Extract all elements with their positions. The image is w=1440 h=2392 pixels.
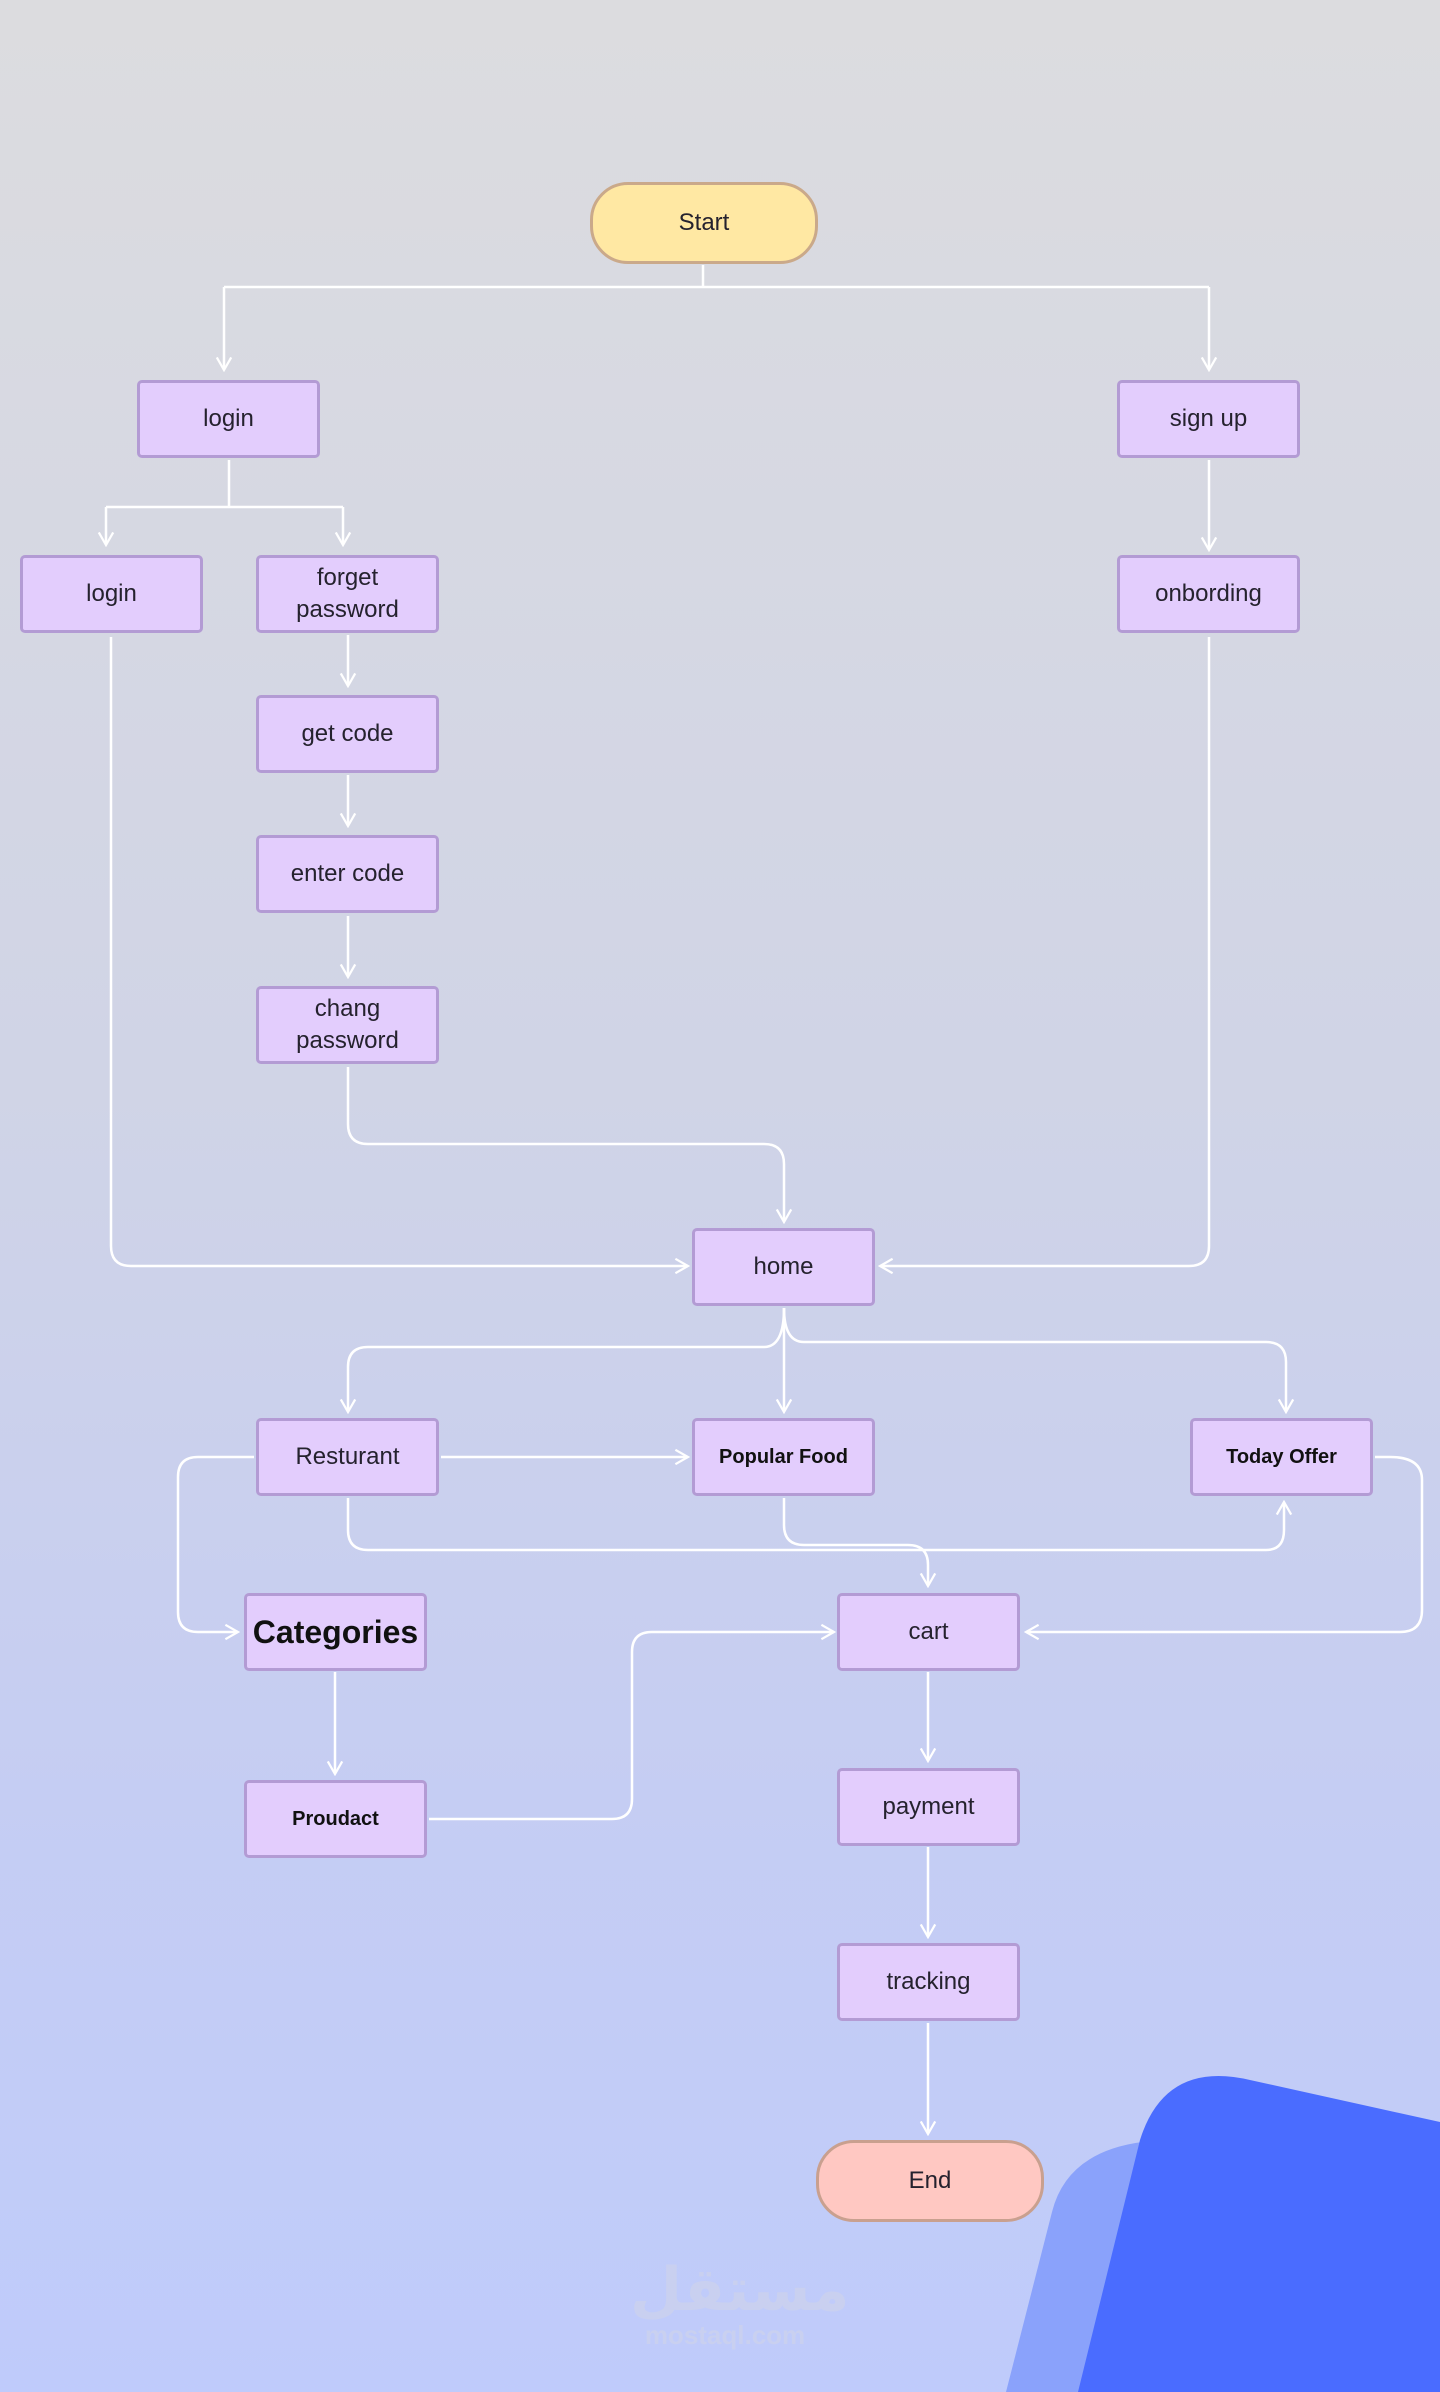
- node-enter-code[interactable]: enter code: [256, 835, 439, 913]
- node-sign-up[interactable]: sign up: [1117, 380, 1300, 458]
- node-login[interactable]: login: [20, 555, 203, 633]
- node-forget-password[interactable]: forget password: [256, 555, 439, 633]
- edge-chang-home: [346, 1067, 784, 1222]
- node-home[interactable]: home: [692, 1228, 875, 1306]
- edge-onbording-home: [880, 637, 1211, 1266]
- node-cart[interactable]: cart: [837, 1593, 1020, 1671]
- node-today-offer[interactable]: Today Offer: [1190, 1418, 1373, 1496]
- edge-login-home: [109, 637, 688, 1266]
- node-login-main[interactable]: login: [137, 380, 320, 458]
- end-label: End: [908, 2167, 952, 2194]
- edge-resturant-today: [346, 1498, 1284, 1552]
- node-popular-food[interactable]: Popular Food: [692, 1418, 875, 1496]
- end-node[interactable]: End: [816, 2140, 1044, 2222]
- node-resturant[interactable]: Resturant: [256, 1418, 439, 1496]
- edge-proudact-cart: [429, 1632, 834, 1821]
- blue-shape: [1078, 2076, 1440, 2392]
- node-tracking[interactable]: tracking: [837, 1943, 1020, 2021]
- edge-popular-cart: [782, 1498, 928, 1586]
- node-proudact[interactable]: Proudact: [244, 1780, 427, 1858]
- edge-resturant-categories: [176, 1455, 254, 1632]
- node-categories[interactable]: Categories: [244, 1593, 427, 1671]
- node-chang-password[interactable]: chang password: [256, 986, 439, 1064]
- start-node[interactable]: Start: [590, 182, 818, 264]
- node-payment[interactable]: payment: [837, 1768, 1020, 1846]
- edge-start-bus: [224, 265, 1209, 289]
- edge-login-bus: [106, 460, 343, 509]
- watermark-latin: mostaql.com: [644, 2320, 806, 2350]
- watermark-arabic: مستقل: [630, 2256, 850, 2323]
- start-label: Start: [678, 209, 730, 236]
- node-onbording[interactable]: onbording: [1117, 555, 1300, 633]
- edge-home-today: [782, 1307, 1286, 1412]
- watermark-logo: مستقل mostaql.com: [630, 2256, 850, 2351]
- edge-home-resturant: [348, 1307, 786, 1412]
- edge-today-cart: [1026, 1455, 1424, 1632]
- node-get-code[interactable]: get code: [256, 695, 439, 773]
